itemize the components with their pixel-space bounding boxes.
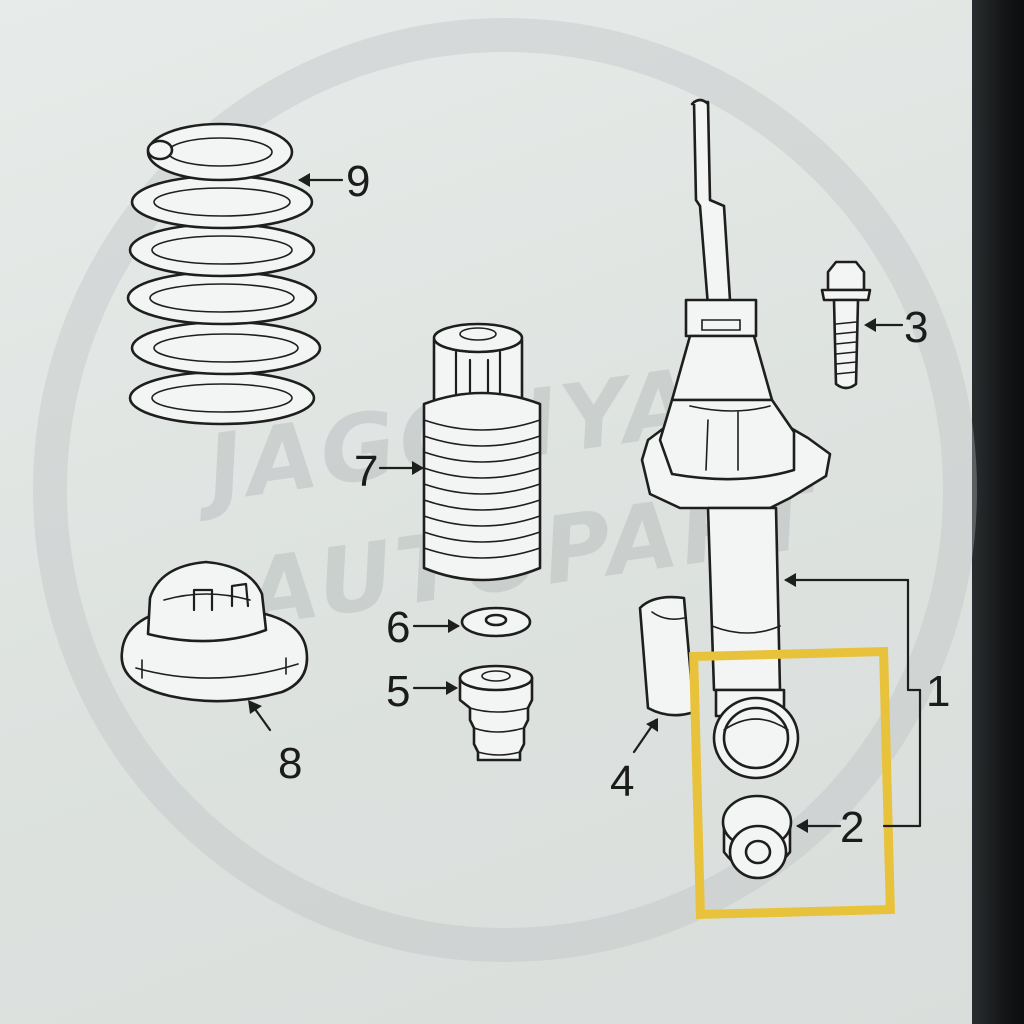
callout-6: 6 bbox=[386, 603, 410, 652]
callout-1: 1 bbox=[926, 667, 950, 716]
callout-8: 8 bbox=[278, 739, 302, 788]
callout-3: 3 bbox=[904, 303, 928, 352]
part-6-washer bbox=[460, 606, 532, 638]
leader-lines bbox=[248, 173, 922, 833]
monitor-bezel bbox=[972, 0, 1024, 1024]
watermark-ring bbox=[33, 18, 977, 962]
callout-labels: 9 3 7 6 5 8 4 1 2 bbox=[278, 157, 950, 852]
part-9-coil-spring bbox=[126, 122, 322, 426]
part-5-bump-stop bbox=[458, 664, 534, 762]
highlight-box bbox=[689, 646, 895, 920]
part-7-dust-boot bbox=[422, 322, 542, 582]
callout-9: 9 bbox=[346, 157, 370, 206]
part-3-bolt bbox=[820, 260, 872, 390]
part-4-sleeve bbox=[638, 595, 696, 717]
callout-5: 5 bbox=[386, 667, 410, 716]
callout-4: 4 bbox=[610, 757, 634, 806]
part-8-spring-seat bbox=[120, 560, 309, 703]
callout-7: 7 bbox=[354, 447, 378, 496]
part-1-shock-absorber bbox=[640, 98, 832, 780]
part-2-bushing bbox=[721, 794, 793, 880]
callout-2: 2 bbox=[840, 803, 864, 852]
